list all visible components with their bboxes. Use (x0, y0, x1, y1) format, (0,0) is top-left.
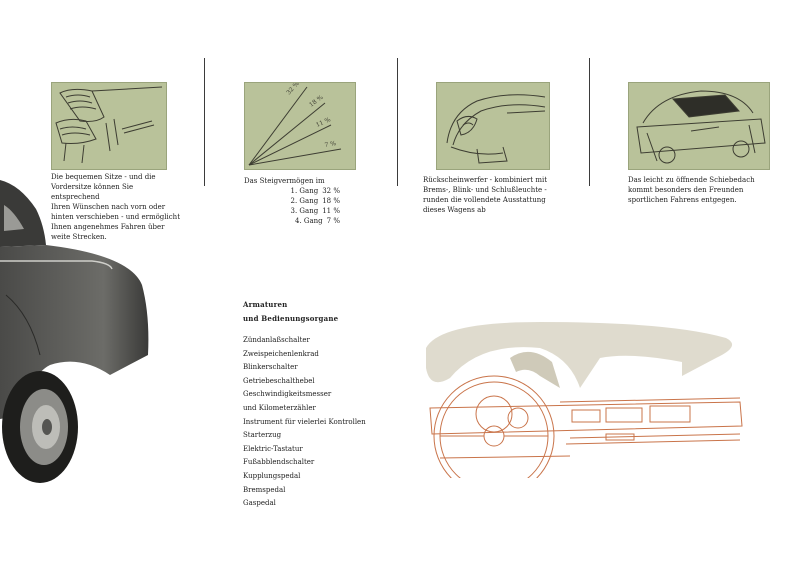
climbing-ability-diagram: 32 % 18 % 11 % 7 % (244, 82, 356, 170)
list-item: und Kilometerzähler (243, 403, 316, 412)
list-item: Kupplungspedal (243, 471, 301, 480)
car-photo (0, 165, 160, 485)
list-item: Zweispeichenlenkrad (243, 349, 319, 358)
rear-lights-illustration (436, 82, 550, 170)
gear-name: 4. Gang (294, 217, 323, 225)
sliding-roof-illustration (628, 82, 770, 170)
gear-name: 2. Gang (290, 197, 319, 205)
gear-value: 11 % (322, 207, 340, 215)
climbing-caption: Das Steigvermögen im (244, 177, 325, 185)
gear-value: 18 % (322, 197, 340, 205)
diagram-label-11: 11 % (315, 116, 332, 129)
list-item: Geschwindigkeitsmesser (243, 390, 332, 399)
list-item: Zündanlaßschalter (243, 336, 310, 344)
list-item: Bremspedal (243, 485, 286, 494)
controls-list: Zündanlaßschalter Zweispeichenlenkrad Bl… (243, 334, 366, 511)
column-divider (589, 58, 590, 186)
dashboard-illustration (420, 318, 750, 497)
list-item: Getriebeschalthebel (243, 376, 315, 385)
list-item: Elektric-Tastatur (243, 444, 303, 453)
list-item: Starterzug (243, 431, 282, 440)
controls-heading-line2: und Bedienungsorgane (243, 314, 339, 323)
list-item: Blinkerschalter (243, 363, 298, 372)
seats-illustration (51, 82, 167, 170)
diagram-label-18: 18 % (308, 94, 325, 109)
gear-value: 32 % (322, 187, 340, 195)
list-item: Fußabblendschalter (243, 458, 315, 467)
list-item: Instrument für vielerlei Kontrollen (243, 417, 366, 426)
diagram-label-32: 32 % (285, 83, 301, 96)
gear-value: 7 % (326, 217, 340, 225)
column-divider (397, 58, 398, 186)
sliding-roof-caption: Das leicht zu öffnende Schiebedach kommt… (628, 176, 755, 204)
diagram-label-7: 7 % (324, 140, 337, 149)
gear-name: 3. Gang (290, 207, 319, 215)
seats-caption: Die bequemen Sitze - und die Vordersitze… (51, 173, 181, 241)
list-item: Gaspedal (243, 499, 276, 508)
controls-heading: Armaturen und Bedienungsorgane (243, 298, 338, 326)
controls-heading-line1: Armaturen (243, 300, 288, 309)
column-divider (204, 58, 205, 186)
rear-lights-caption: Rückscheinwerfer - kombiniert mit Brems-… (423, 176, 548, 214)
gear-name: 1. Gang (290, 187, 319, 195)
